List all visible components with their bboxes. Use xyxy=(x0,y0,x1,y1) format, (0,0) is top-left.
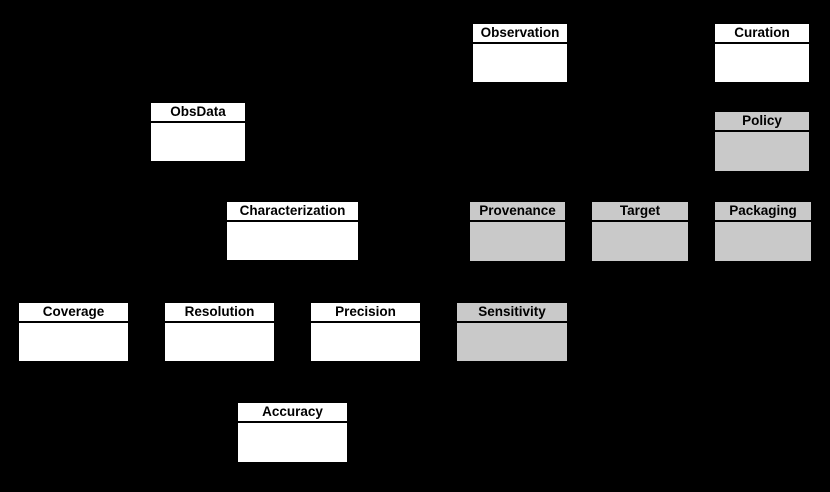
class-name-label: Packaging xyxy=(715,202,811,222)
class-name-label: ObsData xyxy=(151,103,245,123)
class-name-label: Curation xyxy=(715,24,809,44)
class-name-label: Precision xyxy=(311,303,420,323)
class-name-label: Sensitivity xyxy=(457,303,567,323)
attributes-compartment xyxy=(457,323,567,361)
class-box-target: Target xyxy=(590,200,690,263)
attributes-compartment xyxy=(715,132,809,171)
attributes-compartment xyxy=(165,323,274,361)
class-box-policy: Policy xyxy=(713,110,811,173)
class-box-accuracy: Accuracy xyxy=(236,401,349,464)
attributes-compartment xyxy=(311,323,420,361)
class-name-label: Policy xyxy=(715,112,809,132)
attributes-compartment xyxy=(227,222,358,260)
class-box-packaging: Packaging xyxy=(713,200,813,263)
attributes-compartment xyxy=(592,222,688,261)
class-box-sensitivity: Sensitivity xyxy=(455,301,569,363)
class-box-characterization: Characterization xyxy=(225,200,360,262)
class-name-label: Accuracy xyxy=(238,403,347,423)
attributes-compartment xyxy=(715,44,809,82)
class-name-label: Target xyxy=(592,202,688,222)
attributes-compartment xyxy=(151,123,245,161)
attributes-compartment xyxy=(19,323,128,361)
attributes-compartment xyxy=(238,423,347,462)
class-name-label: Characterization xyxy=(227,202,358,222)
attributes-compartment xyxy=(473,44,567,82)
class-box-observation: Observation xyxy=(471,22,569,84)
class-box-provenance: Provenance xyxy=(468,200,567,263)
class-name-label: Observation xyxy=(473,24,567,44)
class-box-resolution: Resolution xyxy=(163,301,276,363)
class-name-label: Provenance xyxy=(470,202,565,222)
attributes-compartment xyxy=(715,222,811,261)
class-box-curation: Curation xyxy=(713,22,811,84)
class-box-coverage: Coverage xyxy=(17,301,130,363)
class-name-label: Resolution xyxy=(165,303,274,323)
class-box-obsdata: ObsData xyxy=(149,101,247,163)
class-box-precision: Precision xyxy=(309,301,422,363)
class-name-label: Coverage xyxy=(19,303,128,323)
attributes-compartment xyxy=(470,222,565,261)
